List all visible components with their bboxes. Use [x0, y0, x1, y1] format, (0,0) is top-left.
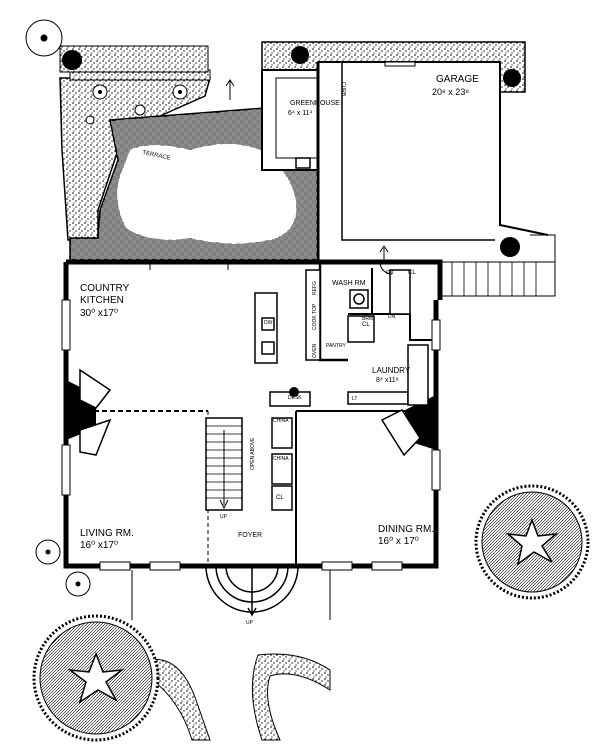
terrace-lawn: [117, 144, 297, 244]
entry-steps: [439, 234, 556, 297]
fireplaces: [66, 368, 436, 457]
tree-large-right-icon: [474, 484, 590, 600]
garage: [316, 61, 549, 262]
lamp-icon: [289, 387, 299, 397]
greenhouse: [261, 69, 319, 171]
front-planting: [149, 653, 331, 741]
china-cabinets: [271, 417, 293, 511]
front-walk-lines: [131, 570, 331, 620]
staircase: [205, 417, 243, 511]
tree-large-left-icon: [32, 614, 160, 742]
planting-bed-top-left: [59, 45, 209, 73]
garage-shrub-icon: [500, 237, 520, 257]
windows: [61, 299, 441, 571]
house-walls: [63, 259, 443, 569]
entry-portico: [205, 565, 299, 617]
small-tree-icon: [25, 19, 91, 597]
desk: [269, 344, 429, 407]
shrub-icon: [62, 50, 82, 70]
kitchen-fixtures: [254, 269, 411, 364]
door-swings: [149, 79, 393, 275]
